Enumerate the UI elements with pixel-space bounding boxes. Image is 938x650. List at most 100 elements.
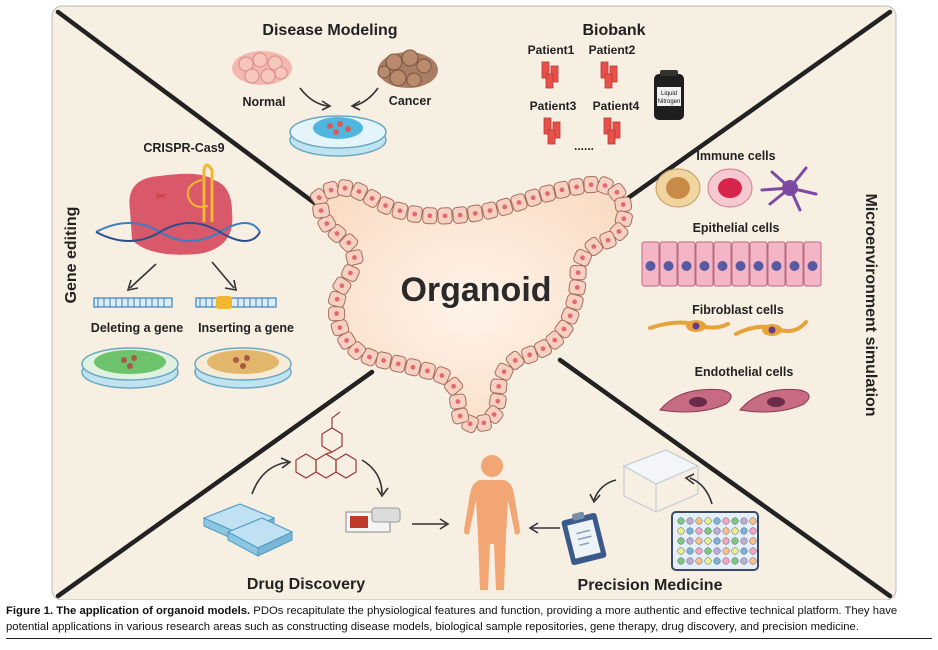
quadrant-dividers xyxy=(55,9,893,599)
assay-well xyxy=(749,557,757,565)
liquid-nitrogen-tank-icon: Liquid Nitrogen xyxy=(654,70,684,120)
organoid-cell xyxy=(419,361,436,380)
organoid-cell xyxy=(609,222,629,242)
cas9-protein-icon xyxy=(129,173,233,255)
organoid-cell xyxy=(505,350,525,370)
assay-well xyxy=(677,527,685,535)
organoid-cell xyxy=(312,202,330,219)
organoid-cell xyxy=(404,358,422,377)
organoid-title: Organoid xyxy=(400,271,551,309)
drug-discovery-section: Drug Discovery xyxy=(202,411,450,593)
precision-medicine-section: Precision Medicine xyxy=(528,449,759,594)
organoid-cell xyxy=(448,393,467,410)
organoid-cell xyxy=(391,201,409,220)
assay-well xyxy=(704,517,712,525)
organoid-cell xyxy=(332,276,352,295)
assay-well xyxy=(722,547,730,555)
assay-well xyxy=(695,537,703,545)
organoid-cell xyxy=(565,293,584,311)
assay-well xyxy=(704,557,712,565)
organoid-cell xyxy=(524,188,542,207)
cancer-label: Cancer xyxy=(389,94,432,108)
scissors-icon: ✂ xyxy=(156,189,166,203)
organoid-cell xyxy=(328,306,346,322)
organoid-cell xyxy=(422,207,438,225)
gene-editing-title: Gene editing xyxy=(63,207,80,304)
epithelial-cell xyxy=(713,241,732,287)
assay-well xyxy=(686,547,694,555)
epithelial-cell xyxy=(749,241,768,287)
assay-well xyxy=(740,537,748,545)
assay-well xyxy=(704,537,712,545)
assay-well xyxy=(731,547,739,555)
normal-label: Normal xyxy=(242,95,285,109)
assay-well xyxy=(749,547,757,555)
organoid-cell xyxy=(568,279,587,296)
assay-well xyxy=(749,527,757,535)
fibroblast-cells-label: Fibroblast cells xyxy=(692,303,784,317)
organoid-cell xyxy=(452,206,469,224)
assay-well xyxy=(695,557,703,565)
assay-well xyxy=(749,517,757,525)
assay-well xyxy=(695,527,703,535)
patient1-label: Patient1 xyxy=(528,43,575,57)
organoid-cell xyxy=(363,188,382,208)
epithelial-cell xyxy=(695,241,714,287)
organoid-cell xyxy=(521,345,539,365)
assay-well xyxy=(740,517,748,525)
organoid-cell xyxy=(433,366,451,385)
organoid-cell xyxy=(481,201,499,220)
organoid-cell xyxy=(489,378,508,395)
assay-well xyxy=(740,557,748,565)
biobank-section: Biobank Patient1 Patient2 Patient3 Patie… xyxy=(528,22,684,153)
well-plate-assay-icon xyxy=(671,511,759,571)
assay-well xyxy=(731,517,739,525)
arrow-plate-to-analysis xyxy=(689,477,713,505)
endothelial-cells-icon xyxy=(659,388,810,413)
epithelial-cell xyxy=(659,241,678,287)
assay-well xyxy=(713,527,721,535)
organoid-cell xyxy=(573,248,592,267)
organoid-cell xyxy=(350,182,368,201)
arrow-to-deleting xyxy=(129,263,157,289)
tank-label-line2: Nitrogen xyxy=(658,99,681,105)
caption-text: PDOs recapitulate the physiological feat… xyxy=(6,605,898,633)
organoid-cell xyxy=(494,362,514,381)
more-patients-dots: ...... xyxy=(574,139,594,153)
caption-label: Figure 1. The application of organoid mo… xyxy=(6,605,251,617)
organoid-cell xyxy=(569,265,587,281)
assay-well xyxy=(677,547,685,555)
assay-well xyxy=(731,557,739,565)
tank-label-line1: Liquid xyxy=(661,91,677,97)
organoid-cell xyxy=(406,205,423,223)
assay-well xyxy=(740,547,748,555)
arrow-normal-to-dish xyxy=(299,87,329,107)
assay-well xyxy=(722,527,730,535)
epithelial-cell xyxy=(767,241,786,287)
patient2-label: Patient2 xyxy=(589,43,636,57)
organoid-cell xyxy=(614,196,633,213)
inserting-gene-label: Inserting a gene xyxy=(198,321,294,335)
epithelial-cell xyxy=(677,241,696,287)
organoid-illustration: Organoid xyxy=(309,175,633,434)
immune-cells-label: Immune cells xyxy=(696,149,775,163)
patient3-label: Patient3 xyxy=(530,99,577,113)
organoid-cell xyxy=(389,354,407,373)
epithelial-cell xyxy=(785,241,804,287)
biobank-title: Biobank xyxy=(582,22,645,39)
organoid-cell xyxy=(376,196,395,215)
sample-tubes-icon xyxy=(541,61,621,145)
organoid-cell xyxy=(583,175,599,194)
assay-well xyxy=(677,537,685,545)
arrow-analysis-to-report xyxy=(593,479,617,501)
epithelial-cell xyxy=(803,241,822,287)
organoid-cell xyxy=(510,193,528,212)
assay-well xyxy=(686,557,694,565)
assay-well xyxy=(677,557,685,565)
caption-underline xyxy=(6,638,932,639)
organoid-cell xyxy=(341,264,360,282)
assay-well xyxy=(713,557,721,565)
organoid-cell xyxy=(599,230,617,250)
drug-box-icon xyxy=(345,507,401,533)
assay-well xyxy=(704,527,712,535)
